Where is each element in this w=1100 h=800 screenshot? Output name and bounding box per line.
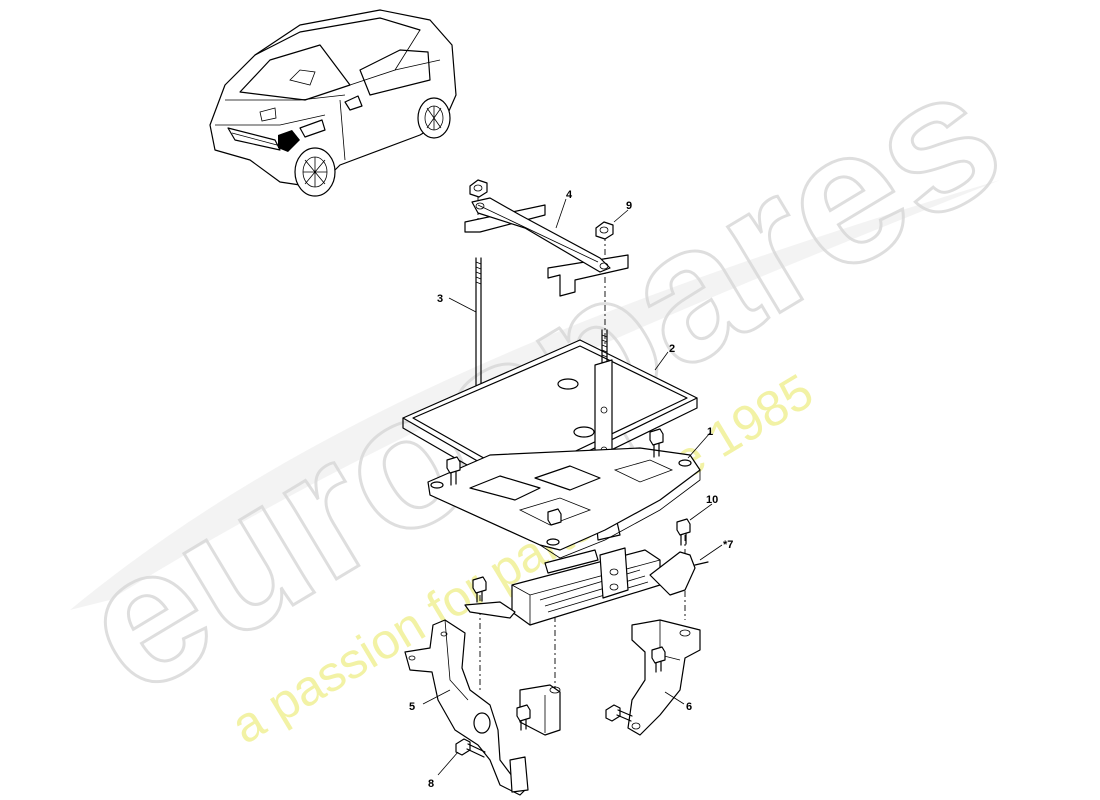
part-1-tray-base (427, 447, 701, 559)
part-3-rod-right (601, 329, 608, 366)
callout-5: 5 (409, 701, 415, 713)
callout-3: 3 (437, 293, 443, 305)
callouts: 1 2 3 4 5 6 *7 8 9 10 (409, 189, 733, 790)
part-10-bolt-a (446, 456, 461, 486)
part-9-nut-left (469, 179, 488, 198)
part-10-bolt-module-right (676, 518, 691, 546)
part-10-bolt-bracket-6 (651, 646, 666, 673)
callout-4: 4 (566, 189, 573, 201)
part-10-bolt-module-left (472, 576, 487, 603)
watermark-swoosh (70, 180, 1000, 610)
part-10-bolt-side (605, 704, 633, 722)
callout-8: 8 (428, 778, 434, 790)
callout-7: *7 (723, 539, 733, 551)
part-10-bolt-c (547, 508, 562, 526)
part-8-bolt (455, 738, 486, 758)
leader-lines (422, 198, 723, 776)
car-illustration (209, 9, 457, 197)
part-7-control-module (464, 547, 709, 626)
part-10-bolt-b (649, 428, 664, 458)
callout-9: 9 (626, 200, 632, 212)
callout-6: 6 (686, 701, 692, 713)
callout-10: 10 (706, 494, 718, 506)
part-4-clamp-bar (464, 197, 629, 297)
part-10-bolt-bracket (516, 704, 531, 731)
callout-1: 1 (707, 426, 713, 438)
part-9-nut-right (595, 221, 614, 240)
part-3-rod-left (475, 257, 482, 391)
callout-2: 2 (669, 343, 675, 355)
part-6-bracket (627, 619, 701, 736)
part-5-bracket (404, 619, 561, 796)
